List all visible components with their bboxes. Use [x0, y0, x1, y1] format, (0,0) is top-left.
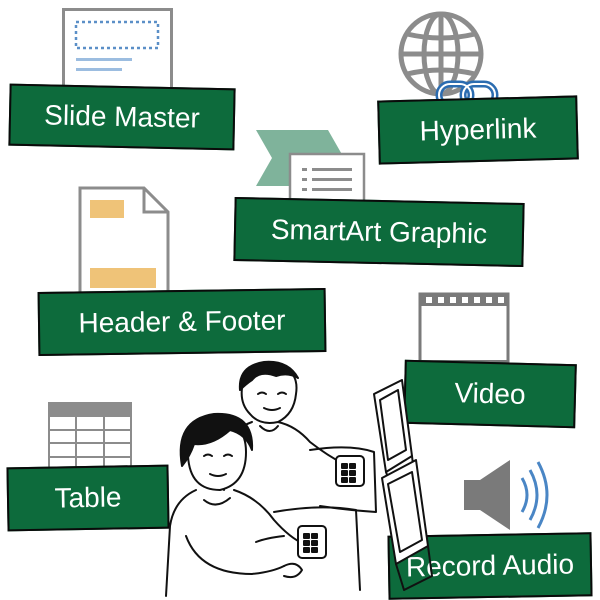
smartart-graphic-label: SmartArt Graphic [233, 196, 525, 268]
people-at-computers-illustration [165, 360, 433, 597]
header-footer-label: Header & Footer [37, 287, 327, 357]
speaker-sound-icon [464, 460, 549, 530]
header-footer-label-text: Header & Footer [78, 304, 286, 339]
hyperlink-label: Hyperlink [377, 95, 579, 165]
table-grid-icon [48, 402, 132, 472]
smartart-chevron-icon [256, 130, 366, 204]
document-header-footer-icon [78, 186, 170, 304]
table-label-text: Table [54, 481, 122, 514]
slide-layout-icon [62, 8, 173, 95]
video-label-text: Video [454, 377, 526, 410]
hyperlink-label-text: Hyperlink [419, 112, 537, 147]
smartart-graphic-label-text: SmartArt Graphic [270, 213, 488, 250]
slide-master-label: Slide Master [8, 83, 236, 151]
slide-master-label-text: Slide Master [43, 99, 201, 134]
table-label: Table [6, 464, 170, 532]
